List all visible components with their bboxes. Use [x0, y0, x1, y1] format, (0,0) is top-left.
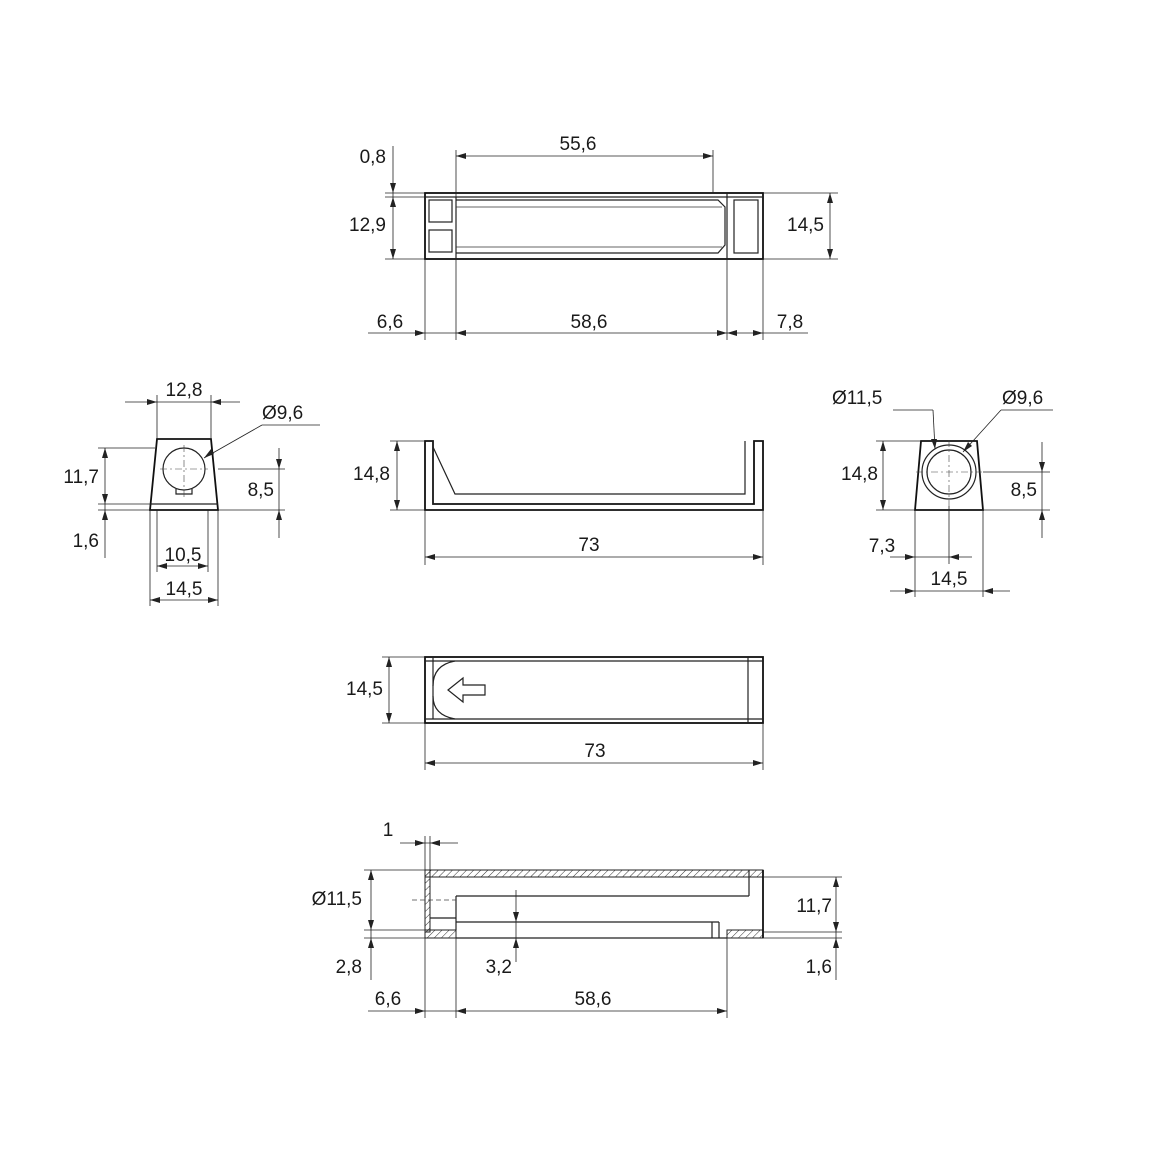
dim-label: 1	[383, 820, 394, 841]
dimension-11-7-1-6: 11,7 1,6	[763, 876, 842, 980]
dim-label: 11,7	[796, 896, 832, 917]
dim-label: 2,8	[336, 957, 362, 978]
front-view-outline	[424, 440, 764, 511]
dim-label: 0,8	[360, 147, 386, 168]
right-end-outline	[893, 409, 1053, 511]
right-end-view: Ø11,5 Ø9,6 14,8 8,5 7,3	[832, 388, 1053, 597]
dim-label: 8,5	[1011, 480, 1037, 501]
dimension-55-6: 55,6	[455, 134, 714, 197]
dim-label: 12,9	[349, 215, 386, 236]
top-view: 55,6 0,8 12,9 14,5	[349, 134, 838, 340]
dimension-73: 73	[424, 723, 764, 770]
dim-label: 7,8	[777, 312, 803, 333]
dimension-6-6-58-6-7-8: 6,6 58,6 7,8	[368, 259, 808, 340]
dimension-3-2: 3,2	[486, 890, 519, 978]
dim-label: Ø9,6	[1002, 388, 1043, 409]
left-end-view: 12,8 Ø9,6 11,7 1,6 8,5	[63, 380, 320, 606]
dimension-0-8-12-9: 0,8 12,9	[349, 146, 425, 260]
dim-label: 58,6	[575, 989, 612, 1010]
front-view: 14,8 73	[353, 440, 764, 565]
section-view-outline	[412, 869, 764, 939]
dimension-14-8: 14,8	[353, 440, 425, 511]
dim-label: 12,8	[166, 380, 203, 401]
dim-label: 6,6	[377, 312, 403, 333]
dimension-14-5: 14,5	[763, 192, 838, 260]
dim-label: 11,7	[63, 467, 99, 488]
dim-label: 8,5	[248, 480, 274, 501]
dim-label: Ø9,6	[262, 403, 303, 424]
dimension-14-5: 14,5	[346, 656, 425, 724]
top-view-outline	[424, 192, 764, 260]
dim-label: 14,5	[787, 215, 824, 236]
dimension-11-5-2-8: Ø11,5 2,8	[312, 869, 425, 980]
left-end-outline	[149, 424, 320, 511]
dim-label: 73	[578, 535, 599, 556]
dimension-11-7-1-6: 11,7 1,6	[63, 447, 155, 558]
dim-label: 58,6	[571, 312, 608, 333]
dim-label: 14,5	[931, 569, 968, 590]
dim-label: 14,8	[353, 464, 390, 485]
dim-label: Ø11,5	[832, 388, 882, 409]
dim-label: 14,8	[841, 464, 878, 485]
dimension-12-8: 12,8	[125, 380, 240, 439]
dim-label: 1,6	[73, 531, 99, 552]
dim-label: 10,5	[165, 545, 202, 566]
dimension-14-8: 14,8	[841, 440, 921, 511]
dim-label: 6,6	[375, 989, 401, 1010]
bottom-view: 14,5 73	[346, 656, 764, 770]
dim-label: 1,6	[806, 957, 832, 978]
dim-label: 14,5	[346, 679, 383, 700]
dimension-8-5: 8,5	[218, 448, 285, 538]
dim-label: Ø11,5	[312, 889, 362, 910]
arrow-left-icon	[447, 676, 486, 704]
dimension-6-6-58-6: 6,6 58,6	[368, 938, 728, 1018]
dim-label: 14,5	[166, 579, 203, 600]
dimension-1: 1	[383, 820, 458, 870]
dimension-7-3-14-5: 7,3 14,5	[869, 506, 1010, 597]
dimension-10-5-14-5: 10,5 14,5	[149, 510, 219, 606]
dim-label: 3,2	[486, 957, 512, 978]
dimension-73: 73	[424, 510, 764, 565]
bottom-view-outline	[424, 656, 764, 724]
dim-label: 73	[584, 741, 605, 762]
dim-label: 55,6	[560, 134, 597, 155]
dimension-8-5: 8,5	[983, 442, 1050, 538]
dim-label: 7,3	[869, 536, 895, 557]
section-view: 1 Ø11,5 2,8 3,2 11,7	[312, 820, 842, 1018]
